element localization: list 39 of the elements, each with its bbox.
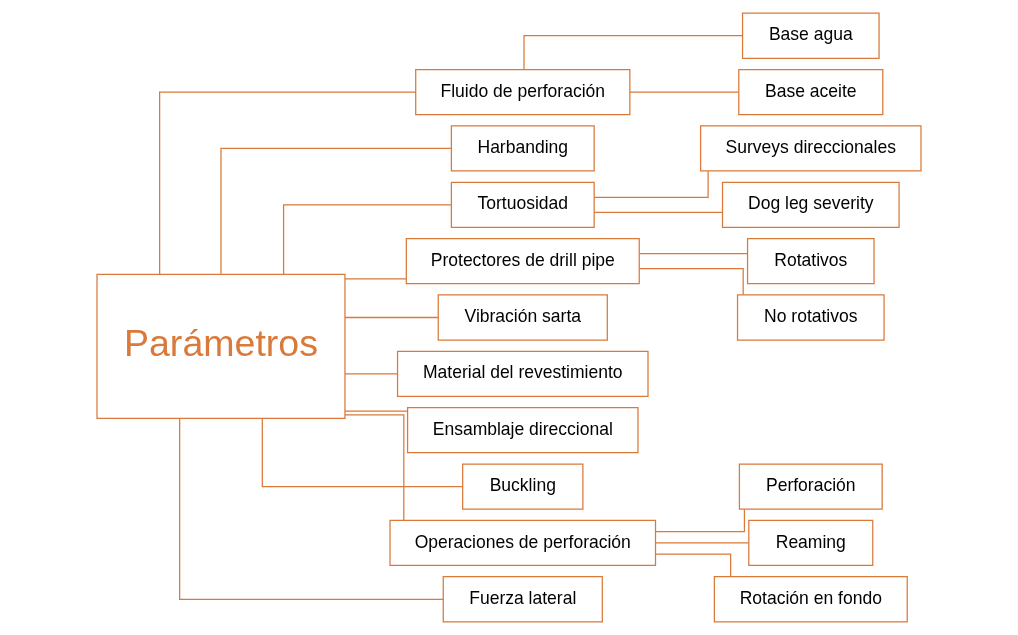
node-box: Dog leg severity [721, 181, 900, 228]
node-box: Protectores de drill pipe [405, 238, 640, 285]
connector [523, 35, 744, 71]
connector [344, 278, 407, 280]
node-box: No rotativos [736, 294, 885, 341]
node-box: Rotativos [746, 238, 875, 285]
node-box: Surveys direccionales [699, 125, 922, 172]
node-box: Operaciones de perforación [389, 519, 657, 567]
node-box: Fuerza lateral [442, 576, 603, 623]
connector [629, 91, 740, 93]
node-box: Rotación en fondo [713, 576, 908, 623]
connector [344, 373, 398, 375]
connector [159, 91, 416, 275]
connector [638, 253, 748, 255]
node-box: Fluido de perforación [415, 68, 631, 116]
connector [654, 509, 746, 533]
node-box: Material del revestimiento [396, 350, 649, 397]
node-box: Base agua [741, 12, 880, 59]
node-box: Ensamblaje direccional [406, 407, 639, 454]
connector [593, 170, 709, 198]
connector [593, 211, 723, 213]
node-box: Parámetros [96, 273, 346, 419]
connector [654, 553, 732, 577]
connector [220, 147, 452, 275]
connector [655, 542, 750, 544]
connector [344, 414, 405, 521]
connector [261, 417, 463, 488]
node-box: Vibración sarta [437, 294, 608, 341]
node-box: Base aceite [738, 68, 884, 116]
node-box: Harbanding [450, 125, 595, 172]
node-box: Perforación [738, 463, 883, 510]
connector [638, 268, 744, 296]
connector [344, 410, 409, 412]
node-box: Tortuosidad [450, 181, 595, 228]
node-box: Reaming [748, 519, 874, 567]
connector [179, 417, 444, 600]
connector [282, 204, 452, 275]
connector [344, 316, 439, 319]
node-box: Buckling [462, 463, 584, 510]
